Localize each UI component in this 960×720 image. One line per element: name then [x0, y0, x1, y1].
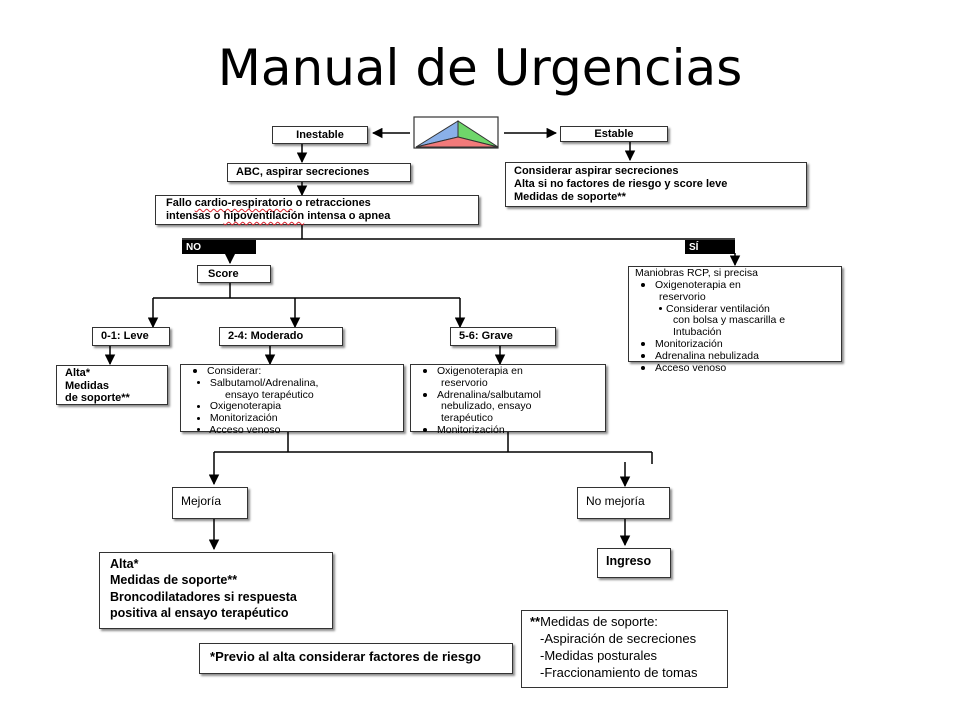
ingreso-box: Ingreso	[597, 548, 671, 578]
bullet-icon	[641, 366, 645, 371]
mejoria-action-2: Medidas de soporte**	[110, 573, 238, 588]
estable-action-3: Medidas de soporte**	[514, 190, 626, 203]
fallo-prefix: Fallo	[166, 197, 195, 209]
fallo-cardio: cardio-respiratorio	[194, 197, 293, 209]
rcp-header: Maniobras RCP, si precisa	[635, 267, 758, 279]
leve-box: 0-1: Leve	[92, 327, 170, 346]
bullet-icon	[641, 342, 645, 347]
soporte-note: **Medidas de soporte: -Aspiración de sec…	[521, 610, 728, 688]
bullet-icon	[423, 427, 427, 432]
leve-action-1: Alta*	[65, 367, 91, 379]
bullet-icon	[193, 369, 197, 374]
mejoria-box: Mejoría	[172, 487, 248, 519]
grave-box: 5-6: Grave	[450, 327, 556, 346]
no-mejoria-box: No mejoría	[577, 487, 670, 519]
moderado-item-2: ensayo terapéutico	[225, 388, 314, 401]
no-label: NO	[182, 240, 256, 254]
moderado-item-4: Monitorización	[209, 412, 278, 424]
soporte-item-1: -Aspiración de secreciones	[540, 630, 697, 646]
bullet-icon	[423, 369, 427, 374]
fallo-line2b: intensa o apnea	[304, 209, 391, 222]
previo-star: *	[210, 649, 216, 664]
bullet-icon	[641, 354, 645, 359]
bullet-icon	[197, 381, 200, 385]
grave-item-1: Oxigenoterapia en	[437, 365, 523, 377]
soporte-stars: **	[530, 614, 541, 629]
rcp-item-8: Acceso venoso	[655, 361, 727, 374]
triage-triangle-icon	[413, 116, 499, 149]
rcp-item-6: Monitorización	[655, 338, 723, 351]
bullet-icon	[197, 428, 200, 432]
moderado-actions-box: Considerar: Salbutamol/Adrenalina, ensay…	[180, 364, 404, 436]
score-box: Score	[197, 265, 271, 283]
moderado-box: 2-4: Moderado	[219, 327, 343, 346]
leve-actions-box: Alta* Medidas de soporte**	[56, 365, 168, 405]
fallo-box: Fallo cardio-respiratorio o retracciones…	[155, 195, 479, 225]
estable-box: Estable	[560, 126, 668, 142]
rcp-item-7: Adrenalina nebulizada	[655, 350, 759, 363]
rcp-item-1: Oxigenoterapia en	[655, 278, 741, 291]
grave-item-5: terapéutico	[441, 412, 493, 424]
previo-note: *Previo al alta considerar factores de r…	[199, 643, 513, 674]
grave-item-4: nebulizado, ensayo	[441, 400, 532, 413]
estable-action-1: Considerar aspirar secreciones	[514, 165, 679, 177]
mejoria-action-4: positiva al ensayo terapéutico	[110, 605, 289, 620]
bullet-icon	[197, 416, 200, 420]
abc-box: ABC, aspirar secreciones	[227, 163, 411, 182]
grave-item-6: Monitorización	[437, 423, 505, 436]
moderado-header: Considerar:	[207, 365, 262, 377]
bullet-icon	[423, 392, 427, 397]
rcp-box: Maniobras RCP, si precisa Oxigenoterapia…	[628, 266, 842, 374]
leve-action-2: Medidas	[65, 379, 110, 392]
soporte-item-3: -Fraccionamiento de tomas	[540, 664, 698, 680]
inestable-box: Inestable	[272, 126, 368, 144]
rcp-item-4: con bolsa y mascarilla e	[673, 314, 786, 327]
mejoria-actions-box: Alta* Medidas de soporte** Broncodilatad…	[99, 552, 333, 629]
mejoria-action-3: Broncodilatadores si respuesta	[110, 589, 297, 604]
previo-text: Previo al alta considerar factores de ri…	[215, 649, 481, 664]
bullet-icon	[641, 283, 645, 288]
moderado-item-5: Acceso venoso	[209, 423, 281, 436]
slide-title: Manual de Urgencias	[217, 39, 743, 97]
rcp-item-5: Intubación	[673, 326, 722, 339]
leve-action-3: de soporte**	[65, 392, 130, 405]
bullet-icon	[197, 404, 200, 408]
soporte-item-2: -Medidas posturales	[540, 647, 658, 663]
rcp-item-2: reservorio	[659, 290, 706, 303]
moderado-item-3: Oxigenoterapia	[209, 400, 282, 413]
soporte-header: Medidas de soporte:	[540, 614, 658, 629]
fallo-hipo: hipoventilación	[223, 209, 305, 222]
bullet-icon	[659, 307, 662, 311]
fallo-line2a: intensas o	[166, 209, 224, 222]
mejoria-action-1: Alta*	[110, 557, 139, 571]
estable-actions-box: Considerar aspirar secreciones Alta si n…	[505, 162, 807, 207]
estable-action-2: Alta si no factores de riesgo y score le…	[514, 177, 728, 190]
si-label: SÍ	[685, 240, 735, 254]
grave-item-2: reservorio	[441, 376, 488, 389]
grave-actions-box: Oxigenoterapia en reservorio Adrenalina/…	[410, 364, 606, 436]
rcp-item-3: Considerar ventilación	[666, 302, 770, 315]
fallo-mid: o retracciones	[292, 197, 371, 209]
moderado-item-1: Salbutamol/Adrenalina,	[209, 376, 319, 389]
grave-item-3: Adrenalina/salbutamol	[437, 388, 541, 401]
